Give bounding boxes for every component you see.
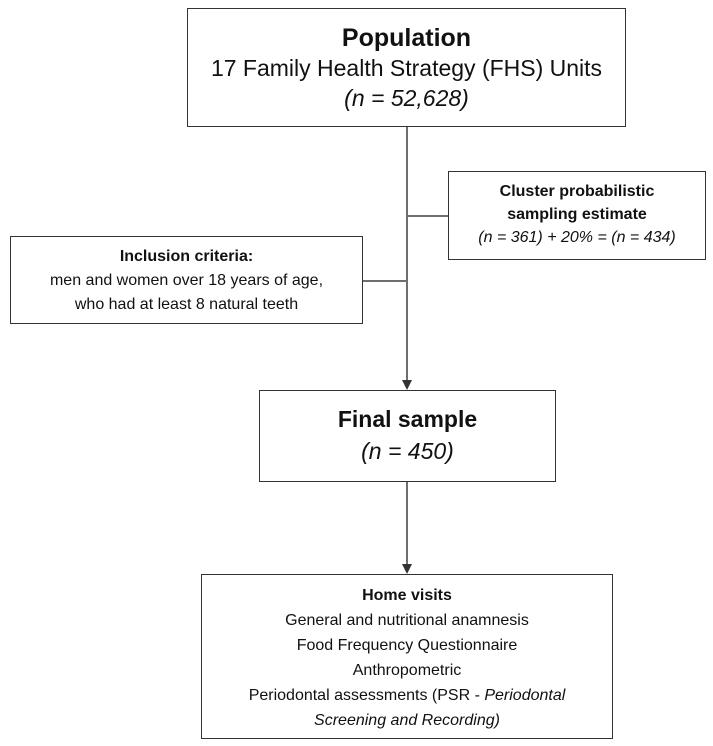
- population-subtitle: 17 Family Health Strategy (FHS) Units: [210, 55, 603, 81]
- connector-population-to-final: [406, 127, 408, 380]
- final-count: (n = 450): [361, 438, 454, 464]
- connector-inclusion-branch: [363, 280, 407, 282]
- home-item: Anthropometric: [352, 662, 462, 679]
- arrowhead-final: [402, 380, 412, 390]
- inclusion-line-2: who had at least 8 natural teeth: [74, 296, 299, 313]
- home-item: General and nutritional anamnesis: [285, 612, 529, 629]
- home-item-periodontal: Periodontal assessments (PSR - Periodont…: [202, 683, 612, 708]
- home-visits-box: Home visits General and nutritional anam…: [201, 574, 613, 739]
- cluster-sampling-box: Cluster probabilistic sampling estimate …: [448, 171, 706, 260]
- final-sample-box: Final sample (n = 450): [259, 390, 556, 482]
- home-periodontal-italic-1: Periodontal: [484, 687, 566, 704]
- inclusion-line-1: men and women over 18 years of age,: [49, 272, 324, 289]
- home-item: Food Frequency Questionnaire: [296, 637, 518, 654]
- population-title: Population: [341, 24, 472, 52]
- arrowhead-home: [402, 564, 412, 574]
- cluster-title-line2: sampling estimate: [507, 206, 647, 223]
- connector-cluster-branch: [407, 215, 448, 217]
- inclusion-criteria-box: Inclusion criteria: men and women over 1…: [10, 236, 363, 324]
- population-count: (n = 52,628): [344, 85, 469, 111]
- cluster-title-line1: Cluster probabilistic: [499, 183, 655, 200]
- cluster-estimate: (n = 361) + 20% = (n = 434): [478, 229, 676, 246]
- home-periodontal-italic-2: Screening and Recording): [314, 712, 500, 729]
- population-box: Population 17 Family Health Strategy (FH…: [187, 8, 626, 127]
- inclusion-title: Inclusion criteria:: [119, 248, 254, 265]
- connector-final-to-home: [406, 482, 408, 564]
- final-title: Final sample: [337, 406, 478, 432]
- home-title: Home visits: [362, 587, 452, 604]
- home-periodontal-prefix: Periodontal assessments (PSR -: [248, 687, 485, 704]
